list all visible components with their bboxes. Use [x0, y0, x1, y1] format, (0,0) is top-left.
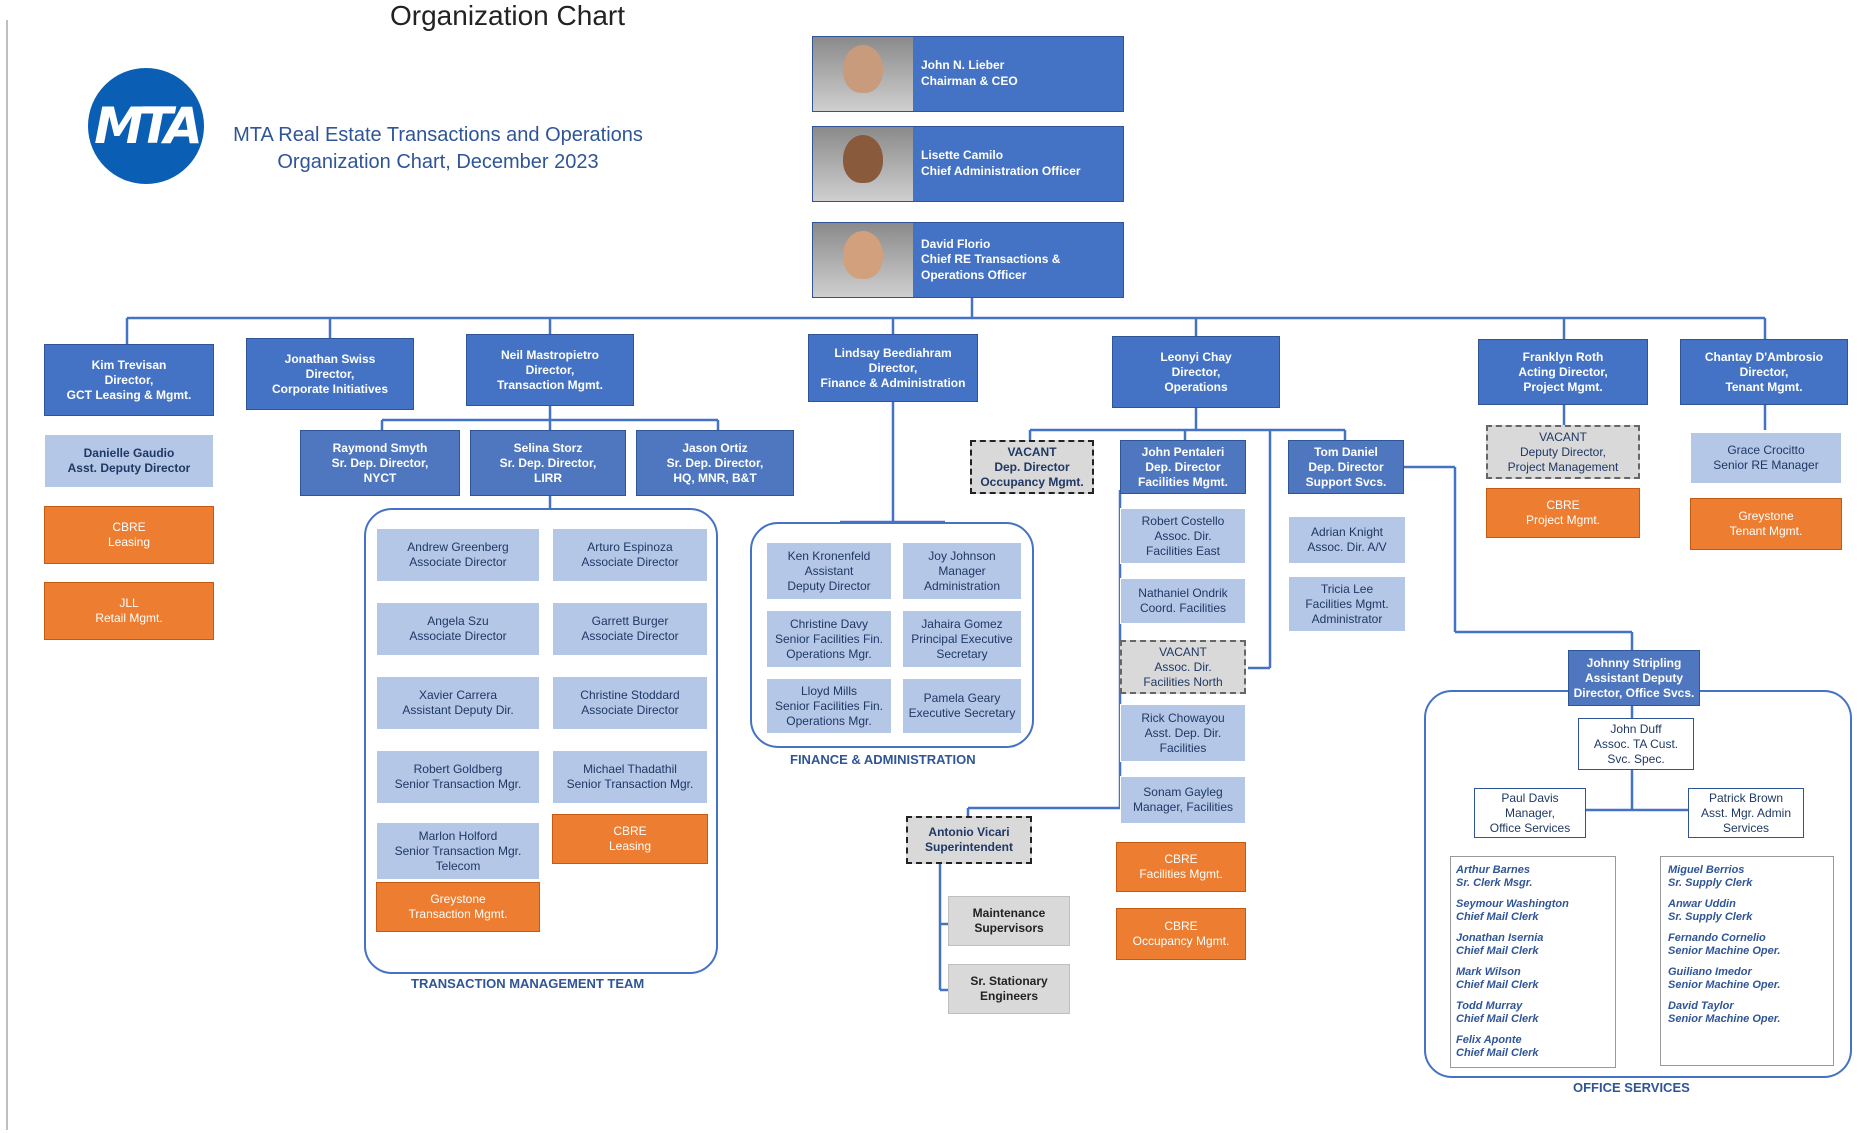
vacant-occupancy: VACANT Dep. Director Occupancy Mgmt.: [970, 440, 1094, 494]
director-mastropietro: Neil Mastropietro Director, Transaction …: [466, 334, 634, 406]
staff-gomez: Jahaira Gomez Principal Executive Secret…: [902, 610, 1022, 668]
vacant-facilities-north: VACANT Assoc. Dir. Facilities North: [1120, 640, 1246, 694]
director-beediahram: Lindsay Beediahram Director, Finance & A…: [808, 334, 978, 402]
staff-smyth: Raymond Smyth Sr. Dep. Director, NYCT: [300, 430, 460, 496]
vendor-greystone-transaction: Greystone Transaction Mgmt.: [376, 882, 540, 932]
exec-name: John N. Lieber: [921, 58, 1005, 73]
chart-title: MTA Real Estate Transactions and Operati…: [218, 122, 658, 176]
exec-name: David Florio: [921, 236, 991, 251]
staff-daniel: Tom Daniel Dep. Director Support Svcs.: [1288, 440, 1404, 494]
staff-gayleg: Sonam Gayleg Manager, Facilities: [1120, 776, 1246, 824]
vendor-jll-retail: JLL Retail Mgmt.: [44, 582, 214, 640]
office-staff-list-right: [1660, 856, 1834, 1066]
office-staff-left-0: Arthur Barnes Sr. Clerk Msgr.: [1456, 864, 1533, 889]
office-staff-left-1: Seymour Washington Chief Mail Clerk: [1456, 898, 1569, 923]
staff-pentaleri: John Pentaleri Dep. Director Facilities …: [1120, 440, 1246, 494]
staff-stoddard: Christine Stoddard Associate Director: [552, 676, 708, 730]
office-staff-right-3: Guiliano Imedor Senior Machine Oper.: [1668, 966, 1781, 991]
photo-camilo: [813, 127, 913, 201]
exec-role: Chief Administration Officer: [921, 164, 1081, 178]
staff-szu: Angela Szu Associate Director: [376, 602, 540, 656]
staff-mills: Lloyd Mills Senior Facilities Fin. Opera…: [766, 678, 892, 734]
director-swiss: Jonathan Swiss Director, Corporate Initi…: [246, 338, 414, 410]
director-trevisan: Kim Trevisan Director, GCT Leasing & Mgm…: [44, 344, 214, 416]
staff-greenberg: Andrew Greenberg Associate Director: [376, 528, 540, 582]
staff-goldberg: Robert Goldberg Senior Transaction Mgr.: [376, 750, 540, 804]
left-divider: [6, 20, 8, 1130]
vendor-cbre-facilities: CBRE Facilities Mgmt.: [1116, 842, 1246, 892]
staff-gaudio: Danielle Gaudio Asst. Deputy Director: [44, 434, 214, 488]
vacant-project-deputy: VACANT Deputy Director, Project Manageme…: [1486, 425, 1640, 479]
vendor-cbre-occupancy: CBRE Occupancy Mgmt.: [1116, 908, 1246, 960]
title-line-1: MTA Real Estate Transactions and Operati…: [233, 124, 643, 146]
group-maintenance-supervisors: Maintenance Supervisors: [948, 896, 1070, 946]
group-label-finance: FINANCE & ADMINISTRATION: [790, 752, 976, 767]
photo-florio: [813, 223, 913, 297]
photo-lieber: [813, 37, 913, 111]
staff-thadathil: Michael Thadathil Senior Transaction Mgr…: [552, 750, 708, 804]
office-staff-left-4: Todd Murray Chief Mail Clerk: [1456, 1000, 1539, 1025]
exec-role: Chairman & CEO: [921, 74, 1018, 88]
staff-lee: Tricia Lee Facilities Mgmt. Administrato…: [1288, 576, 1406, 632]
staff-brown: Patrick Brown Asst. Mgr. Admin Services: [1688, 788, 1804, 838]
staff-espinoza: Arturo Espinoza Associate Director: [552, 528, 708, 582]
office-staff-left-2: Jonathan Isernia Chief Mail Clerk: [1456, 932, 1544, 957]
vendor-cbre-project: CBRE Project Mgmt.: [1486, 488, 1640, 538]
director-chay: Leonyi Chay Director, Operations: [1112, 336, 1280, 408]
staff-carrera: Xavier Carrera Assistant Deputy Dir.: [376, 676, 540, 730]
top-cut-title: Organization Chart: [390, 0, 626, 31]
staff-geary: Pamela Geary Executive Secretary: [902, 678, 1022, 734]
office-staff-right-1: Anwar Uddin Sr. Supply Clerk: [1668, 898, 1753, 923]
office-staff-right-2: Fernando Cornelio Senior Machine Oper.: [1668, 932, 1781, 957]
staff-burger: Garrett Burger Associate Director: [552, 602, 708, 656]
group-label-transaction: TRANSACTION MANAGEMENT TEAM: [411, 976, 645, 991]
office-staff-left-3: Mark Wilson Chief Mail Clerk: [1456, 966, 1539, 991]
staff-ortiz: Jason Ortiz Sr. Dep. Director, HQ, MNR, …: [636, 430, 794, 496]
staff-johnson: Joy Johnson Manager Administration: [902, 542, 1022, 600]
exec-role: Chief RE Transactions &: [921, 252, 1061, 267]
mta-logo: MTA: [88, 68, 204, 184]
vendor-cbre-leasing-tm: CBRE Leasing: [552, 814, 708, 864]
staff-ondrik: Nathaniel Ondrik Coord. Facilities: [1120, 578, 1246, 624]
exec-name: Lisette Camilo: [921, 148, 1004, 163]
staff-davy: Christine Davy Senior Facilities Fin. Op…: [766, 610, 892, 668]
director-roth: Franklyn Roth Acting Director, Project M…: [1478, 339, 1648, 405]
office-staff-right-0: Miguel Berrios Sr. Supply Clerk: [1668, 864, 1753, 889]
vendor-cbre-leasing-gct: CBRE Leasing: [44, 506, 214, 564]
staff-storz: Selina Storz Sr. Dep. Director, LIRR: [470, 430, 626, 496]
staff-davis: Paul Davis Manager, Office Services: [1474, 788, 1586, 838]
group-stationary-engineers: Sr. Stationary Engineers: [948, 964, 1070, 1014]
transaction-team-group: [364, 508, 718, 974]
staff-knight: Adrian Knight Assoc. Dir. A/V: [1288, 516, 1406, 564]
vendor-greystone-tenant: Greystone Tenant Mgmt.: [1690, 498, 1842, 550]
finance-group: [750, 522, 1034, 748]
exec-role-2: Operations Officer: [921, 267, 1027, 282]
office-staff-list-left: [1450, 856, 1616, 1068]
staff-duff: John Duff Assoc. TA Cust. Svc. Spec.: [1578, 718, 1694, 770]
staff-kronenfeld: Ken Kronenfeld Assistant Deputy Director: [766, 542, 892, 600]
staff-crocitto: Grace Crocitto Senior RE Manager: [1690, 432, 1842, 484]
staff-costello: Robert Costello Assoc. Dir. Facilities E…: [1120, 508, 1246, 564]
staff-stripling: Johnny Stripling Assistant Deputy Direct…: [1568, 650, 1700, 706]
staff-holford: Marlon Holford Senior Transaction Mgr. T…: [376, 822, 540, 880]
office-staff-left-5: Felix Aponte Chief Mail Clerk: [1456, 1034, 1539, 1059]
title-line-2: Organization Chart, December 2023: [277, 151, 599, 173]
staff-vicari: Antonio Vicari Superintendent: [906, 816, 1032, 864]
group-label-office-services: OFFICE SERVICES: [1573, 1080, 1690, 1095]
staff-chowayou: Rick Chowayou Asst. Dep. Dir. Facilities: [1120, 704, 1246, 762]
director-dambrosio: Chantay D'Ambrosio Director, Tenant Mgmt…: [1680, 339, 1848, 405]
office-staff-right-4: David Taylor Senior Machine Oper.: [1668, 1000, 1781, 1025]
